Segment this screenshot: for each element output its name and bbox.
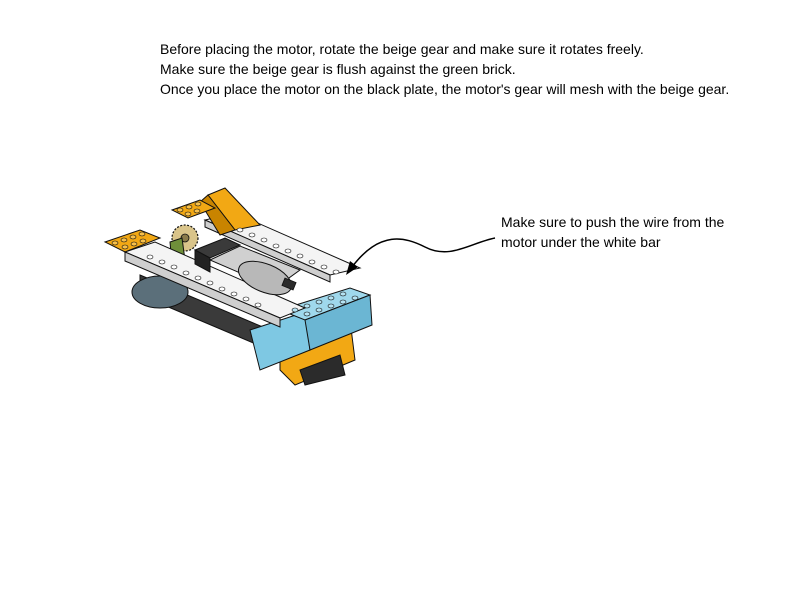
instruction-line-2: Make sure the beige gear is flush agains… xyxy=(160,61,516,77)
wire-callout-text: Make sure to push the wire from the moto… xyxy=(501,212,761,252)
callout-line-2: motor under the white bar xyxy=(501,234,661,250)
dark-bottom-piece xyxy=(299,354,346,386)
orange-plate-front xyxy=(103,229,162,253)
callout-line-1: Make sure to push the wire from the xyxy=(501,214,725,230)
instruction-text-block: Before placing the motor, rotate the bei… xyxy=(160,39,790,99)
orange-plate-back xyxy=(170,199,217,219)
studs-white-front xyxy=(146,254,262,308)
studs-light-blue xyxy=(291,291,359,317)
light-blue-block-right xyxy=(304,294,373,351)
pointer-arrow-icon xyxy=(346,237,496,275)
studs-white-back xyxy=(236,227,340,275)
instruction-line-3: Once you place the motor on the black pl… xyxy=(160,81,730,97)
studs-orange-front xyxy=(111,231,147,250)
white-bar-front-side xyxy=(124,251,281,328)
instruction-line-1: Before placing the motor, rotate the bei… xyxy=(160,41,644,57)
white-bar-back-side xyxy=(204,219,331,283)
studs-orange-back xyxy=(176,201,202,217)
motor-connector xyxy=(281,277,297,291)
lego-motor-assembly-icon xyxy=(103,187,373,386)
